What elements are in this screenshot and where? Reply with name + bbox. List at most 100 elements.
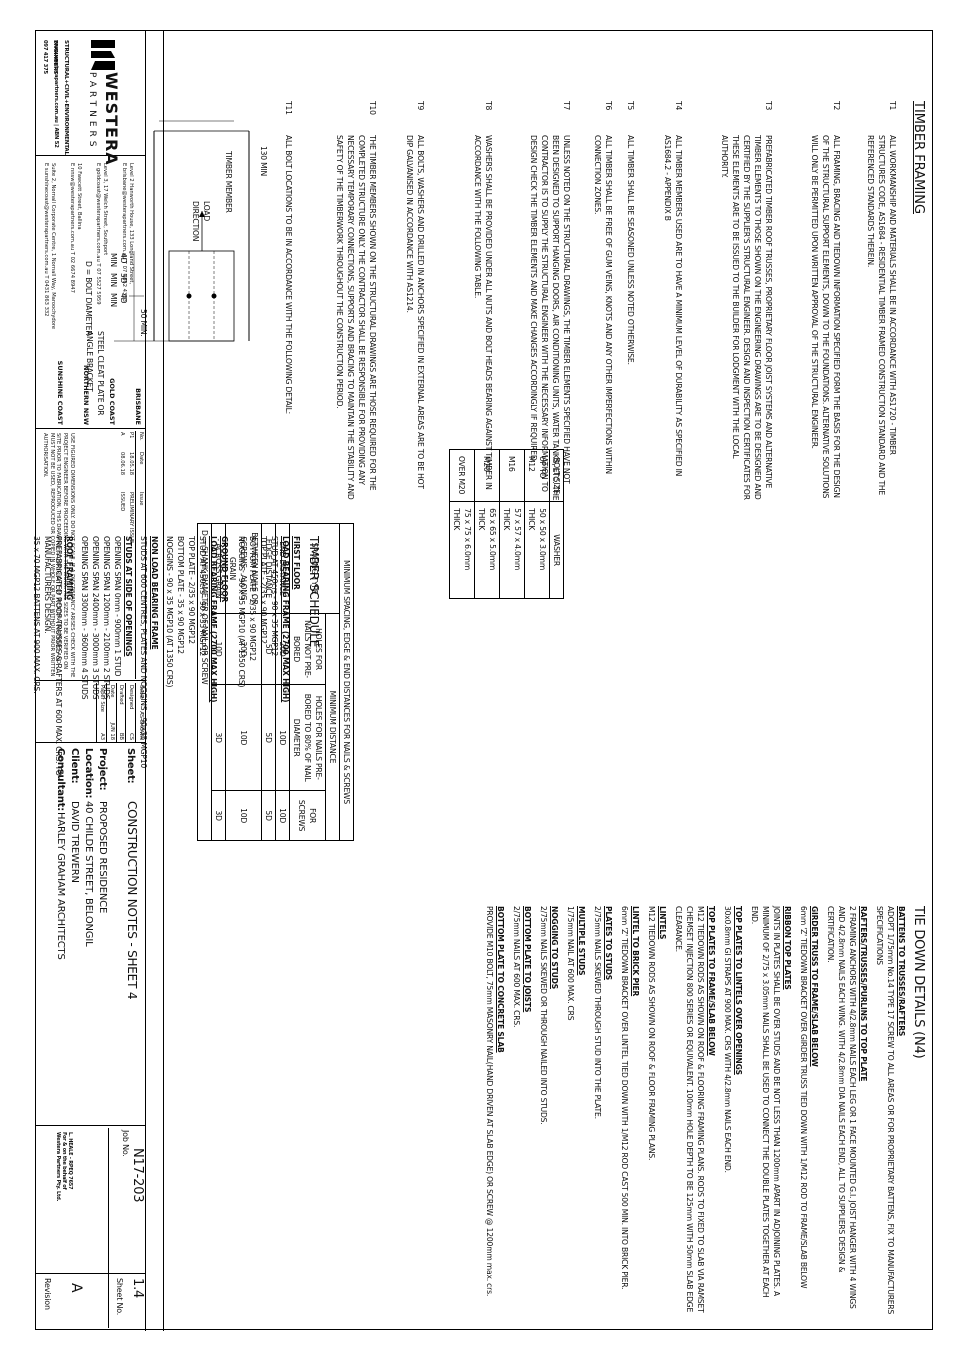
- tie-down-title: TOP PLATES TO FRAME/SLAB BELOW: [707, 906, 716, 1056]
- tie-down-title: NOGGING TO STUDS: [550, 906, 559, 990]
- tie-down-text: M12 TIEDOWN RODS AS SHOWN ON ROOF & FLOO…: [647, 906, 656, 1161]
- logo-name: WESTERA: [102, 72, 121, 166]
- meta-label: Date: [108, 685, 115, 698]
- sheet-no: 1.4: [130, 1278, 145, 1299]
- sheet-no-label: Sheet No.: [115, 1278, 124, 1316]
- consultant-label: Consultant:: [55, 748, 66, 812]
- website: www.westerapartners.com.au | ABN 52 097 …: [42, 40, 59, 148]
- washer-col-washer: WASHER: [549, 501, 564, 599]
- schedule-first-floor: FIRST FLOOR: [292, 536, 301, 590]
- table-cell: 18.05.18: [128, 452, 135, 476]
- spacing-min-distance: MINIMUM DISTANCE: [325, 613, 340, 841]
- note-number: T4: [674, 101, 683, 111]
- revision-label: Revision: [43, 1278, 52, 1310]
- sheet-label: Sheet:: [125, 748, 136, 784]
- schedule-line: TOP PLATE - 2/35 x 90 MGP12: [187, 536, 196, 644]
- rev-head-issue: Issue: [138, 492, 144, 506]
- tie-down-title: PLATES TO STUDS: [604, 906, 613, 981]
- table-cell: M16: [499, 449, 525, 502]
- tie-down-text: 2 FRAMING ANCHORS WITH 4/2.8mm NAILS EAC…: [826, 906, 857, 1309]
- bolt-location-detail: [114, 120, 250, 342]
- tie-down-title: RAFTERS/TRUSSES/PURLINS TO TOP PLATE: [859, 906, 868, 1082]
- office-line: Level 2 Hanworth House, 133 Longland Str…: [128, 163, 135, 285]
- westera-logo-icon: [91, 40, 115, 70]
- office-line: E nnsw@westerapartners.com.au T 02 6674 …: [69, 163, 76, 293]
- project-info: Sheet: CONSTRUCTION NOTES - SHEET 4 Proj…: [35, 746, 145, 1126]
- schedule-lbf2-heading: LOAD BEARING FRAME (2700 MAX HIGH): [209, 536, 218, 703]
- consultant-value: HARLEY GRAHAM ARCHITECTS: [55, 812, 66, 960]
- project-value: PROPOSED RESIDENCE: [97, 801, 108, 914]
- note-text: THE TIMBER MEMBERS SHOWN ON THE STRUCTUR…: [335, 135, 377, 500]
- tie-down-text: 6mm 'Z' TIEDOWN BRACKET OVER GIRDER TRUS…: [799, 906, 808, 1289]
- tie-down-text: 1/75mm NAIL AT 600 MAX. CRS: [566, 906, 575, 1021]
- tie-down-title: BOTTOM PLATE TO JOISTS: [523, 906, 532, 1013]
- detail-load-direction: LOAD DIRECTION: [191, 201, 211, 242]
- meta-label: Designed: [128, 685, 135, 710]
- tie-down-text: M12 TIEDOWN RODS AS SHOWN ON ROOF & FLOO…: [674, 906, 705, 1313]
- table-cell: 08.06.18: [119, 452, 126, 476]
- revision-value: A: [68, 1283, 84, 1293]
- timber-framing-heading: TIMBER FRAMING: [911, 101, 926, 215]
- schedule-lbf-heading: LOAD BEARING FRAME (2700 MAX HIGH): [281, 536, 290, 703]
- note-text: PREFABRICATED TIMBER ROOF TRUSSES, PROPR…: [720, 135, 773, 500]
- meta-value: JUN 18: [108, 722, 115, 740]
- tie-down-text: 30x0.8mm GI STRAPS AT 900 MAX. CRS WITH …: [723, 906, 732, 1173]
- note-text: UNLESS NOTED ON THE STRUCTURAL DRAWINGS,…: [529, 135, 571, 501]
- schedule-line: BOTTOM PLATE - 35 x 90 MGP12: [176, 536, 185, 654]
- tie-down-details: TIE DOWN DETAILS (N4) BATTENS TO TRUSSES…: [479, 906, 926, 1316]
- note-text: WASHERS SHALL BE PROVIDED UNDER ALL NUTS…: [473, 135, 493, 490]
- schedule-ground-floor: GROUND FLOOR: [220, 536, 229, 603]
- meta-value: AS SHOWN: [138, 711, 144, 740]
- office-name: BRISBANE: [134, 388, 142, 425]
- schedule-line: NOGGINS - 90 x 35 MGP10 (AT 1350 CRS): [237, 536, 246, 688]
- detail-timber-member: TIMBER MEMBER: [224, 151, 233, 213]
- note-text: ALL TIMBER SHALL BE SEASONED UNLESS NOTE…: [626, 135, 635, 365]
- office-line: E goldcoast@westerapartners.com.au T 07 …: [95, 163, 102, 305]
- note-number: T10: [368, 101, 377, 115]
- schedule-heading: TIMBER SCHEDULE: [307, 536, 321, 648]
- note-number: T3: [764, 101, 773, 111]
- table-cell: M20: [474, 449, 500, 502]
- note-text: ALL FRAMING, BRACING AND TIEDOWN INFORMA…: [810, 135, 841, 499]
- tie-down-text: 2/75mm NAILS SKEWED OR THROUGH NAILED IN…: [539, 906, 548, 1125]
- note-number: T6: [604, 101, 613, 111]
- location-value: 40 CHILDE STREET, BELONGIL: [83, 801, 94, 947]
- washer-col-bolt: BOLT SIZE: [549, 449, 564, 502]
- tie-down-title: LINTELS: [658, 906, 667, 940]
- office-line: E sunshinecoast@westerapartners.com.au T…: [43, 163, 50, 317]
- note-number: T5: [626, 101, 635, 111]
- table-cell: 50 x 50 x 3.0mm THICK: [524, 501, 550, 599]
- border-line: [163, 31, 164, 1331]
- location-label: Location:: [83, 748, 94, 799]
- table-cell: P1: [128, 432, 135, 439]
- office-block: BRISBANE Level 2 Hanworth House, 133 Long…: [121, 163, 142, 425]
- table-cell: PRELIMINARY ISSUE: [128, 492, 135, 544]
